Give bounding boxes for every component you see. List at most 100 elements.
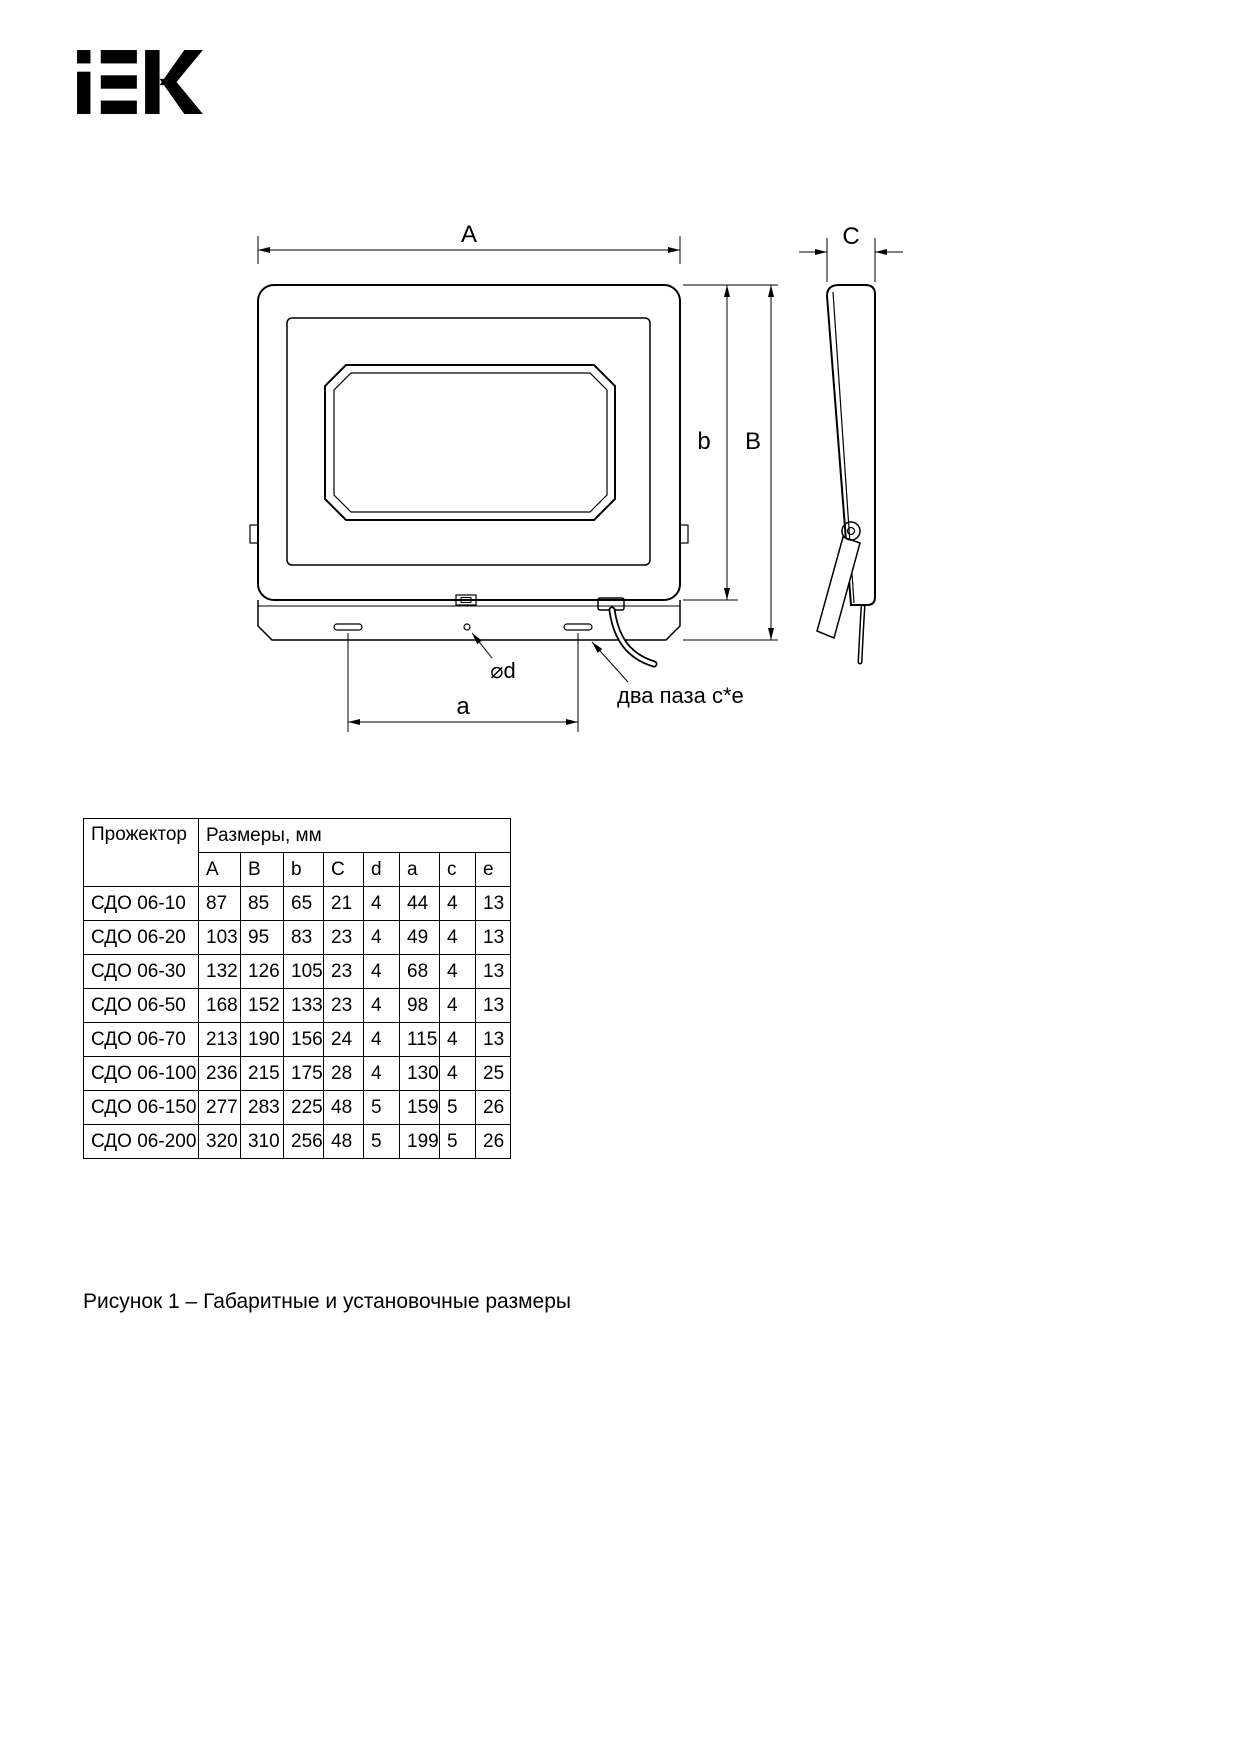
cell: 21 xyxy=(323,886,364,921)
cell: 159 xyxy=(399,1090,440,1125)
cell: 4 xyxy=(439,988,476,1023)
cell: 199 xyxy=(399,1124,440,1159)
cell: 103 xyxy=(198,920,241,955)
cell: 4 xyxy=(363,886,400,921)
cell: 87 xyxy=(198,886,241,921)
dim-label-a: a xyxy=(456,693,470,720)
cell: 115 xyxy=(399,1022,440,1057)
cell: 4 xyxy=(363,1022,400,1057)
cell: 13 xyxy=(474,954,512,989)
col-header-c: c xyxy=(439,852,476,887)
table-row: СДО 06-150 277 283 225 48 5 159 5 26 xyxy=(83,1090,512,1125)
cell: 256 xyxy=(283,1124,324,1159)
col-header-A: A xyxy=(198,852,241,887)
col-header-b: b xyxy=(283,852,324,887)
cell: 44 xyxy=(399,886,440,921)
cell: 4 xyxy=(439,1056,476,1091)
cell: 190 xyxy=(240,1022,284,1057)
cell: 68 xyxy=(399,954,440,989)
col-header-d: d xyxy=(363,852,400,887)
side-profile xyxy=(825,284,876,606)
col-header-a: a xyxy=(399,852,440,887)
glass-frame-inner xyxy=(333,372,608,513)
table-header-product: Прожектор xyxy=(83,818,199,887)
slots-note: два паза c*e xyxy=(617,683,744,708)
table-row: СДО 06-20 103 95 83 23 4 49 4 13 xyxy=(83,920,512,955)
cell: 4 xyxy=(363,954,400,989)
dimensions-table: Прожектор Размеры, мм A B b C d a c e СД… xyxy=(83,818,512,1159)
iek-logo xyxy=(77,50,203,114)
cell: 215 xyxy=(240,1056,284,1091)
bracket-screw xyxy=(455,594,477,606)
left-slot xyxy=(333,623,363,631)
cell: 13 xyxy=(474,1022,512,1057)
cell: 105 xyxy=(283,954,324,989)
dim-label-C: C xyxy=(842,223,859,250)
cell: 5 xyxy=(363,1090,400,1125)
cell: 23 xyxy=(323,954,364,989)
dim-label-A: A xyxy=(461,221,477,248)
cell: 49 xyxy=(399,920,440,955)
table-header-row-1: Прожектор Размеры, мм xyxy=(83,818,512,887)
cell: 310 xyxy=(240,1124,284,1159)
product-name: СДО 06-30 xyxy=(83,954,199,989)
col-header-C: C xyxy=(323,852,364,887)
dimension-drawing: A C b B a ⌀d два паза c*e xyxy=(249,221,903,732)
cell: 130 xyxy=(399,1056,440,1091)
col-header-B: B xyxy=(240,852,284,887)
table-row: СДО 06-200 320 310 256 48 5 199 5 26 xyxy=(83,1124,512,1159)
table-header-row-2: A B b C d a c e xyxy=(84,852,512,887)
figure-caption: Рисунок 1 – Габаритные и установочные ра… xyxy=(83,1290,571,1313)
cell: 98 xyxy=(399,988,440,1023)
cell: 25 xyxy=(474,1056,512,1091)
table-header-sizes: Размеры, мм xyxy=(197,818,512,853)
cell: 26 xyxy=(474,1090,512,1125)
side-view xyxy=(816,284,876,665)
cell: 236 xyxy=(198,1056,241,1091)
cell: 213 xyxy=(198,1022,241,1057)
side-bracket-arm xyxy=(816,536,861,640)
product-name: СДО 06-50 xyxy=(83,988,199,1023)
cell: 95 xyxy=(240,920,284,955)
mounting-hole xyxy=(463,623,471,631)
cell: 133 xyxy=(283,988,324,1023)
table-row: СДО 06-100 236 215 175 28 4 130 4 25 xyxy=(83,1056,512,1091)
dim-label-B: B xyxy=(745,428,761,455)
cell: 4 xyxy=(363,920,400,955)
dimension-annotations: A C b B a ⌀d два паза c*e xyxy=(257,221,903,732)
front-view xyxy=(249,284,689,668)
product-name: СДО 06-200 xyxy=(83,1124,199,1159)
table-row: СДО 06-50 168 152 133 23 4 98 4 13 xyxy=(83,988,512,1023)
cell: 13 xyxy=(474,920,512,955)
side-hinge xyxy=(841,521,861,541)
cell: 4 xyxy=(439,886,476,921)
mounting-bracket xyxy=(257,600,681,641)
cell: 156 xyxy=(283,1022,324,1057)
table-row: СДО 06-30 132 126 105 23 4 68 4 13 xyxy=(83,954,512,989)
cell: 4 xyxy=(439,954,476,989)
cell: 48 xyxy=(323,1124,364,1159)
product-name: СДО 06-10 xyxy=(83,886,199,921)
glass-frame-outer xyxy=(324,364,616,521)
product-name: СДО 06-70 xyxy=(83,1022,199,1057)
cell: 277 xyxy=(198,1090,241,1125)
cell: 85 xyxy=(240,886,284,921)
cell: 168 xyxy=(198,988,241,1023)
cell: 320 xyxy=(198,1124,241,1159)
dim-label-b: b xyxy=(697,428,710,455)
cell: 28 xyxy=(323,1056,364,1091)
right-slot xyxy=(563,623,593,631)
cell: 5 xyxy=(439,1124,476,1159)
cell: 132 xyxy=(198,954,241,989)
product-name: СДО 06-100 xyxy=(83,1056,199,1091)
left-hinge-tab xyxy=(249,524,259,544)
cell: 13 xyxy=(474,988,512,1023)
cell: 126 xyxy=(240,954,284,989)
product-name: СДО 06-150 xyxy=(83,1090,199,1125)
cell: 23 xyxy=(323,920,364,955)
dim-label-diameter: ⌀d xyxy=(490,658,515,683)
cell: 4 xyxy=(439,920,476,955)
cell: 4 xyxy=(363,1056,400,1091)
iek-logo-letters xyxy=(77,50,203,114)
